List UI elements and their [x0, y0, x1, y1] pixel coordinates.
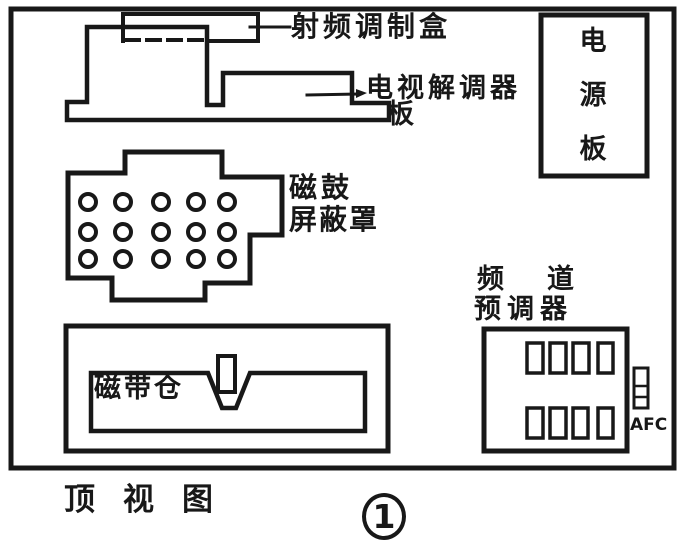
tv-demodulator-leader-stroke: [305, 92, 359, 97]
vent-hole: [151, 222, 171, 242]
afc-adjuster-shape: [632, 366, 650, 410]
vent-hole: [151, 192, 171, 212]
preset-slot: [525, 406, 545, 440]
preset-slot: [571, 406, 590, 440]
leader-arrowhead-icon: [356, 89, 367, 98]
preset-slot: [548, 341, 568, 375]
preset-slot: [596, 406, 615, 440]
preset-slots: [525, 341, 615, 440]
vent-hole: [78, 192, 98, 212]
tv-demodulator-board-shape: [64, 24, 392, 123]
vent-hole: [186, 192, 206, 212]
channel-preset-label-line2: 预调器: [474, 294, 573, 325]
figure-number: 1: [372, 497, 396, 536]
vent-hole: [113, 249, 133, 269]
tv-demodulator-label-line2: 板: [387, 99, 414, 130]
cassette-guide-shape: [216, 354, 237, 394]
afc-adjuster-body: [632, 366, 650, 410]
rf-modulator-box-solid-edges: [121, 12, 260, 43]
power-board-shape: [538, 12, 650, 179]
vent-hole: [186, 222, 206, 242]
drum-shield-label-line2: 屏蔽罩: [289, 203, 380, 236]
tape-compartment-label: 磁带仓: [94, 373, 184, 404]
vent-hole: [151, 249, 171, 269]
chassis-outline: [8, 6, 677, 471]
tape-compartment-shape: [63, 323, 391, 454]
figure-number-badge: 1: [362, 493, 406, 540]
drum-shield-outline: [65, 149, 285, 303]
drum-shield-vent-holes: [78, 192, 237, 269]
preset-slot: [525, 341, 545, 375]
tv-demodulator-label-line1: 电视解调器: [366, 73, 521, 104]
power-board-label-char: 电: [579, 26, 607, 57]
channel-preset-label-line1: 频道: [477, 264, 617, 295]
tape-compartment-inner: [88, 370, 368, 434]
channel-preset-shape: [481, 326, 650, 454]
drum-shield-shape: [65, 149, 285, 303]
power-board-label-char: 板: [579, 134, 607, 165]
vent-hole: [78, 249, 98, 269]
vent-hole: [186, 249, 206, 269]
vent-hole: [217, 249, 237, 269]
tape-compartment-outer: [63, 323, 391, 454]
vent-hole: [113, 222, 133, 242]
vent-hole: [217, 222, 237, 242]
drum-shield-label-line1: 磁鼓: [289, 171, 354, 204]
vent-hole: [113, 192, 133, 212]
preset-slot: [571, 341, 591, 375]
figure-caption: 顶视图: [64, 482, 241, 518]
vent-hole: [78, 222, 98, 242]
vent-hole: [217, 192, 237, 212]
preset-slot: [596, 341, 615, 375]
channel-preset-outline: [481, 326, 630, 454]
power-board-label-char: 源: [579, 80, 607, 111]
power-board-label: 电 源 板: [576, 28, 610, 163]
preset-slot: [548, 406, 568, 440]
rf-modulator-box-shape: [121, 12, 260, 43]
tv-demodulator-leader-line: [305, 89, 367, 98]
rf-modulator-label: 射频调制盒: [291, 10, 452, 43]
afc-label: AFC: [630, 415, 668, 435]
